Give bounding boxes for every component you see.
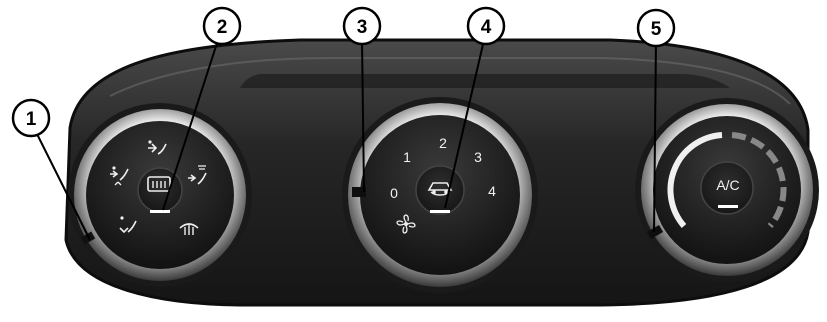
callout-1: 1 [13, 100, 49, 136]
callout-3-label: 3 [357, 17, 368, 38]
callout-1-label: 1 [26, 109, 37, 130]
ac-indicator [718, 205, 738, 208]
fan-speed-1: 1 [403, 149, 411, 165]
fan-speed-2: 2 [439, 135, 447, 151]
callout-2-label: 2 [217, 17, 228, 38]
callout-2: 2 [204, 8, 240, 44]
fan-speed-3: 3 [474, 149, 482, 165]
callout-5: 5 [638, 10, 674, 46]
ac-dial[interactable]: A/C [635, 98, 819, 282]
callout-3: 3 [344, 8, 380, 44]
fan-speed-dial[interactable]: 0 1 2 3 4 [342, 97, 538, 293]
callout-4-label: 4 [481, 17, 492, 38]
fan-speed-4: 4 [488, 183, 496, 199]
callout-5-label: 5 [651, 19, 662, 40]
recirculation-indicator [430, 210, 450, 213]
callout-4: 4 [468, 8, 504, 44]
air-distribution-dial[interactable] [68, 103, 252, 287]
distribution-indicator [150, 210, 170, 213]
fan-speed-0: 0 [390, 185, 398, 201]
ac-label: A/C [716, 177, 739, 193]
